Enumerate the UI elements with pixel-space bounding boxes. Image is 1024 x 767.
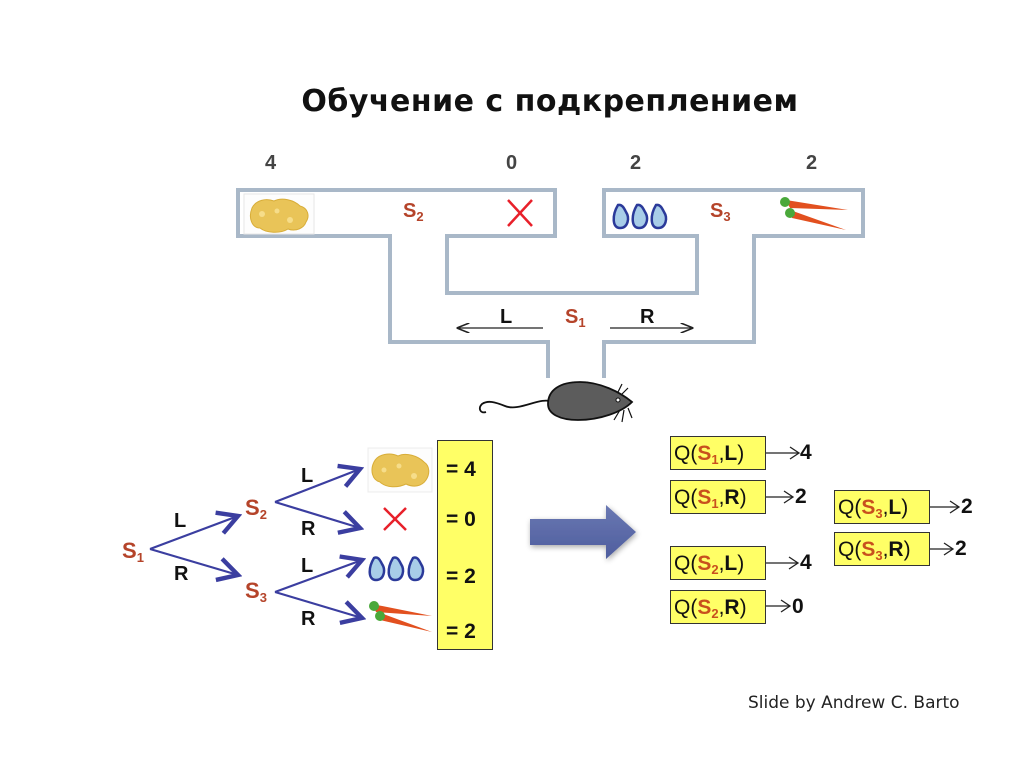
slide-credit: Slide by Andrew C. Barto [748,693,960,713]
value-carrots: = 2 [446,620,476,643]
q-state: S2 [697,596,719,621]
tree-action-s2-r: R [301,518,316,540]
tree-action-s3-r: R [301,608,316,630]
state-index: 2 [259,507,267,522]
maze-state-s3: S3 [710,200,731,224]
slide-title: Обучение с подкреплением [301,84,799,119]
tree-arrows [149,469,362,618]
q-action: R [724,486,740,509]
q-state: S2 [697,552,719,577]
q-s2-l: Q(S2,L) [670,546,766,580]
state-letter: S [710,200,724,222]
q-sep: , [718,596,725,619]
cheese-icon [243,193,315,235]
tree-arrow-s3-r [274,590,362,618]
state-letter: S [565,306,579,328]
q-action: L [724,442,738,465]
maze-walls [236,188,865,378]
value-cheese: = 4 [446,458,476,481]
cross-icon [507,199,533,227]
q-close: ) [737,552,745,575]
q-prefix: Q( [674,486,698,509]
state-index: 2 [416,209,424,224]
q-s3-l-value: 2 [961,495,973,518]
q-s2-l-value: 4 [800,551,812,574]
reward-water: 2 [630,152,642,174]
q-state: S3 [861,496,883,521]
value-cross: = 0 [446,508,476,531]
maze-state-s1: S1 [565,306,586,330]
q-sep: , [882,496,889,519]
tree-state-s1: S1 [122,538,144,565]
state-index: 3 [723,209,731,224]
q-prefix: Q( [674,596,698,619]
reward-cross: 0 [506,152,518,174]
q-sep: , [718,486,725,509]
q-close: ) [901,496,909,519]
tree-action-s2-l: L [301,465,314,487]
q-prefix: Q( [838,538,862,561]
tree-state-s2: S2 [245,495,267,522]
tree-cheese-icon [367,447,433,493]
tree-arrow-s1-r [149,547,238,575]
tree-carrots-icon [369,601,432,632]
reward-cheese: 4 [265,152,277,174]
state-index: 1 [578,315,586,330]
q-close: ) [739,596,747,619]
q-action: L [724,552,738,575]
carrots-icon [780,197,848,230]
q-action: L [888,496,902,519]
q-s3-r: Q(S3,R) [834,532,930,566]
value-water: = 2 [446,565,476,588]
maze-action-right: R [640,306,655,328]
mouse-icon [479,381,634,423]
q-s1-r-value: 2 [795,485,807,508]
reward-carrots: 2 [806,152,818,174]
q-s2-r: Q(S2,R) [670,590,766,624]
q-prefix: Q( [674,442,698,465]
tree-state-s3: S3 [245,578,267,605]
state-letter: S [245,495,260,520]
maze-action-left: L [500,306,513,328]
state-letter: S [245,578,260,603]
state-index: 3 [259,590,267,605]
state-index: 1 [136,550,144,565]
q-s1-r: Q(S1,R) [670,480,766,514]
tree-arrow-s2-r [274,500,360,528]
tree-cross-icon [383,507,407,531]
state-letter: S [403,200,417,222]
q-sep: , [718,552,725,575]
q-prefix: Q( [838,496,862,519]
tree-arrow-s2-l [274,469,360,504]
tree-action-s3-l: L [301,555,314,577]
state-letter: S [122,538,137,563]
q-state: S3 [861,538,883,563]
q-state: S1 [697,442,719,467]
values-box [437,440,493,650]
q-s1-l-value: 4 [800,441,812,464]
q-prefix: Q( [674,552,698,575]
tree-action-s1-r: R [174,563,189,585]
tree-action-s1-l: L [174,510,187,532]
q-sep: , [882,538,889,561]
maze-state-s2: S2 [403,200,424,224]
q-s2-r-value: 0 [792,595,804,618]
q-s3-r-value: 2 [955,537,967,560]
water-drops-icon [612,203,668,230]
q-close: ) [903,538,911,561]
q-state: S1 [697,486,719,511]
q-action: R [888,538,904,561]
tree-water-drops-icon [368,556,425,582]
q-s1-l: Q(S1,L) [670,436,766,470]
q-s3-l: Q(S3,L) [834,490,930,524]
big-right-arrow [530,505,636,559]
tree-arrow-s3-l [274,560,362,594]
q-sep: , [718,442,725,465]
q-action: R [724,596,740,619]
q-close: ) [739,486,747,509]
tree-arrow-s1-l [149,516,238,551]
q-value-arrows [766,446,961,613]
q-close: ) [737,442,745,465]
